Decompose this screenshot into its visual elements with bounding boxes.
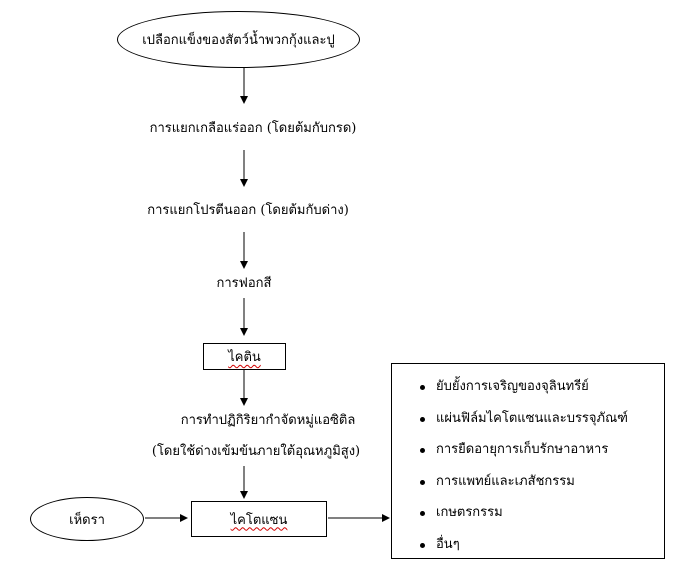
application-item: เกษตรกรรม	[418, 503, 628, 535]
applications-list: ยับยั้งการเจริญของจุลินทรีย์ แผ่นฟิล์มไค…	[418, 377, 628, 563]
application-item: การแพทย์และเภสัชกรรม	[418, 472, 628, 504]
start-node-label: เปลือกแข็งของสัตว์น้ำพวกกุ้งและปู	[142, 33, 335, 48]
chitosan-label: ไคโตแซน	[230, 512, 288, 528]
step-remove-minerals: การแยกเกลือแร่ออก (โดยต้มกับกรด)	[149, 121, 357, 136]
step-deacetylation-line2: (โดยใช้ด่างเข้มข้นภายใต้อุณหภูมิสูง)	[151, 444, 361, 459]
application-item: แผ่นฟิล์มไคโตแซนและบรรจุภัณฑ์	[418, 409, 628, 441]
application-item: ยับยั้งการเจริญของจุลินทรีย์	[418, 377, 628, 409]
fungi-label: เห็ดรา	[69, 512, 105, 528]
fungi-node-ellipse: เห็ดรา	[30, 497, 144, 541]
chitosan-box: ไคโตแซน	[191, 501, 327, 537]
application-item: อื่นๆ	[418, 535, 628, 563]
step-bleaching: การฟอกสี	[216, 276, 272, 291]
start-node-ellipse: เปลือกแข็งของสัตว์น้ำพวกกุ้งและปู	[117, 11, 360, 68]
step-remove-protein: การแยกโปรตีนออก (โดยต้มกับด่าง)	[147, 203, 349, 218]
applications-box: ยับยั้งการเจริญของจุลินทรีย์ แผ่นฟิล์มไค…	[391, 363, 665, 559]
application-item: การยืดอายุการเก็บรักษาอาหาร	[418, 440, 628, 472]
chitin-box: ไคติน	[203, 343, 286, 370]
step-deacetylation-line1: การทำปฏิกิริยากำจัดหมู่แอซิติล	[180, 413, 356, 428]
chitin-label: ไคติน	[228, 350, 261, 365]
